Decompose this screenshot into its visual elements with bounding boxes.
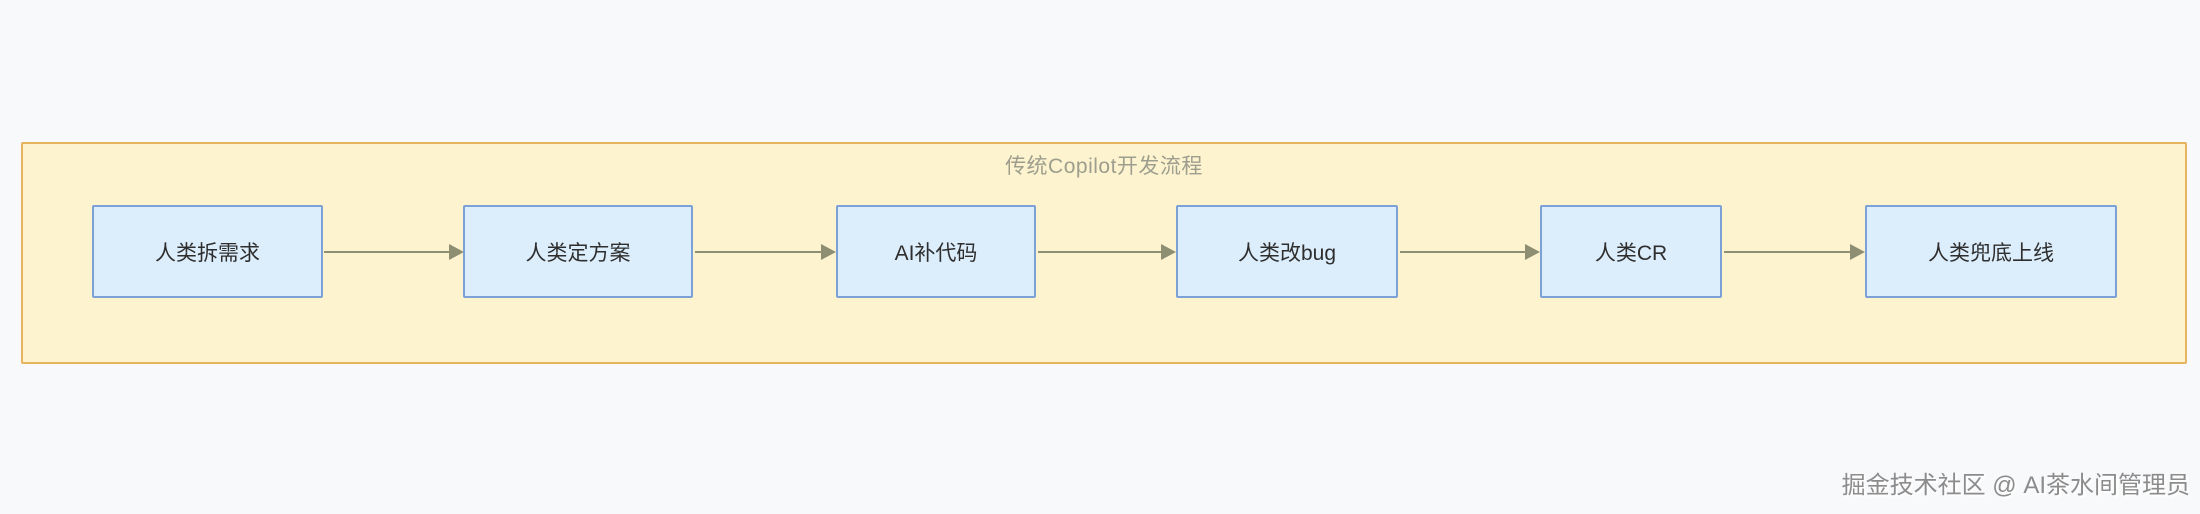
flow-node-define-plan: 人类定方案 [463, 205, 693, 298]
flow-node-label: 人类兜底上线 [1928, 241, 2054, 265]
flow-node-ai-code: AI补代码 [836, 205, 1036, 298]
flow-container: 传统Copilot开发流程 [21, 142, 2187, 364]
flow-node-human-cr: 人类CR [1540, 205, 1722, 298]
flow-arrow-4 [1400, 244, 1540, 260]
flow-node-label: 人类定方案 [525, 241, 631, 265]
flow-node-split-requirements: 人类拆需求 [92, 205, 323, 298]
flow-arrow-2 [695, 244, 836, 260]
diagram-title: 传统Copilot开发流程 [1005, 155, 1203, 178]
flow-node-human-launch: 人类兜底上线 [1865, 205, 2117, 298]
flow-node-label: 人类改bug [1237, 241, 1337, 265]
flow-arrow-3 [1038, 244, 1176, 260]
flow-node-fix-bug: 人类改bug [1176, 205, 1398, 298]
flow-node-label: AI补代码 [894, 241, 978, 265]
flow-node-label: 人类CR [1594, 241, 1668, 265]
flow-node-label: 人类拆需求 [155, 241, 260, 265]
flow-arrow-1 [324, 244, 464, 260]
flow-arrow-5 [1724, 244, 1865, 260]
watermark-text: 掘金技术社区 @ AI茶水间管理员 [1841, 472, 2190, 499]
